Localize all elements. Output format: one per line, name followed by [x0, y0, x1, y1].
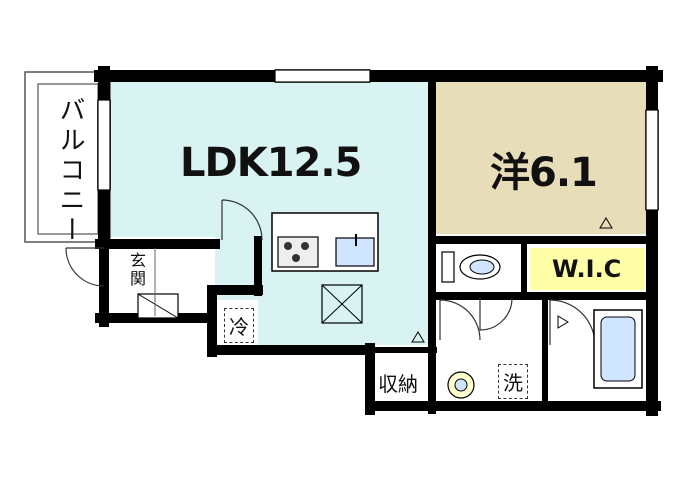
balcony-inner [37, 83, 99, 235]
cooktop [277, 236, 319, 268]
washer-label: 洗 [498, 364, 528, 399]
room-label-wic: W.I.C [552, 255, 622, 283]
pantry-box [321, 284, 363, 324]
doors [65, 199, 596, 346]
toilet-tank [441, 251, 455, 283]
room-label-western: 洋6.1 [490, 150, 598, 196]
fridge-label: 冷 [224, 308, 254, 343]
ldk-fill [110, 82, 430, 237]
wic-fill [530, 248, 645, 290]
room-label-entrance: 玄関 [127, 252, 146, 288]
room-label-ldk: LDK12.5 [180, 140, 362, 186]
storage-label: 収納 [378, 372, 418, 396]
western-fill [432, 82, 648, 234]
room-label-balcony: バルコニー [55, 96, 85, 246]
